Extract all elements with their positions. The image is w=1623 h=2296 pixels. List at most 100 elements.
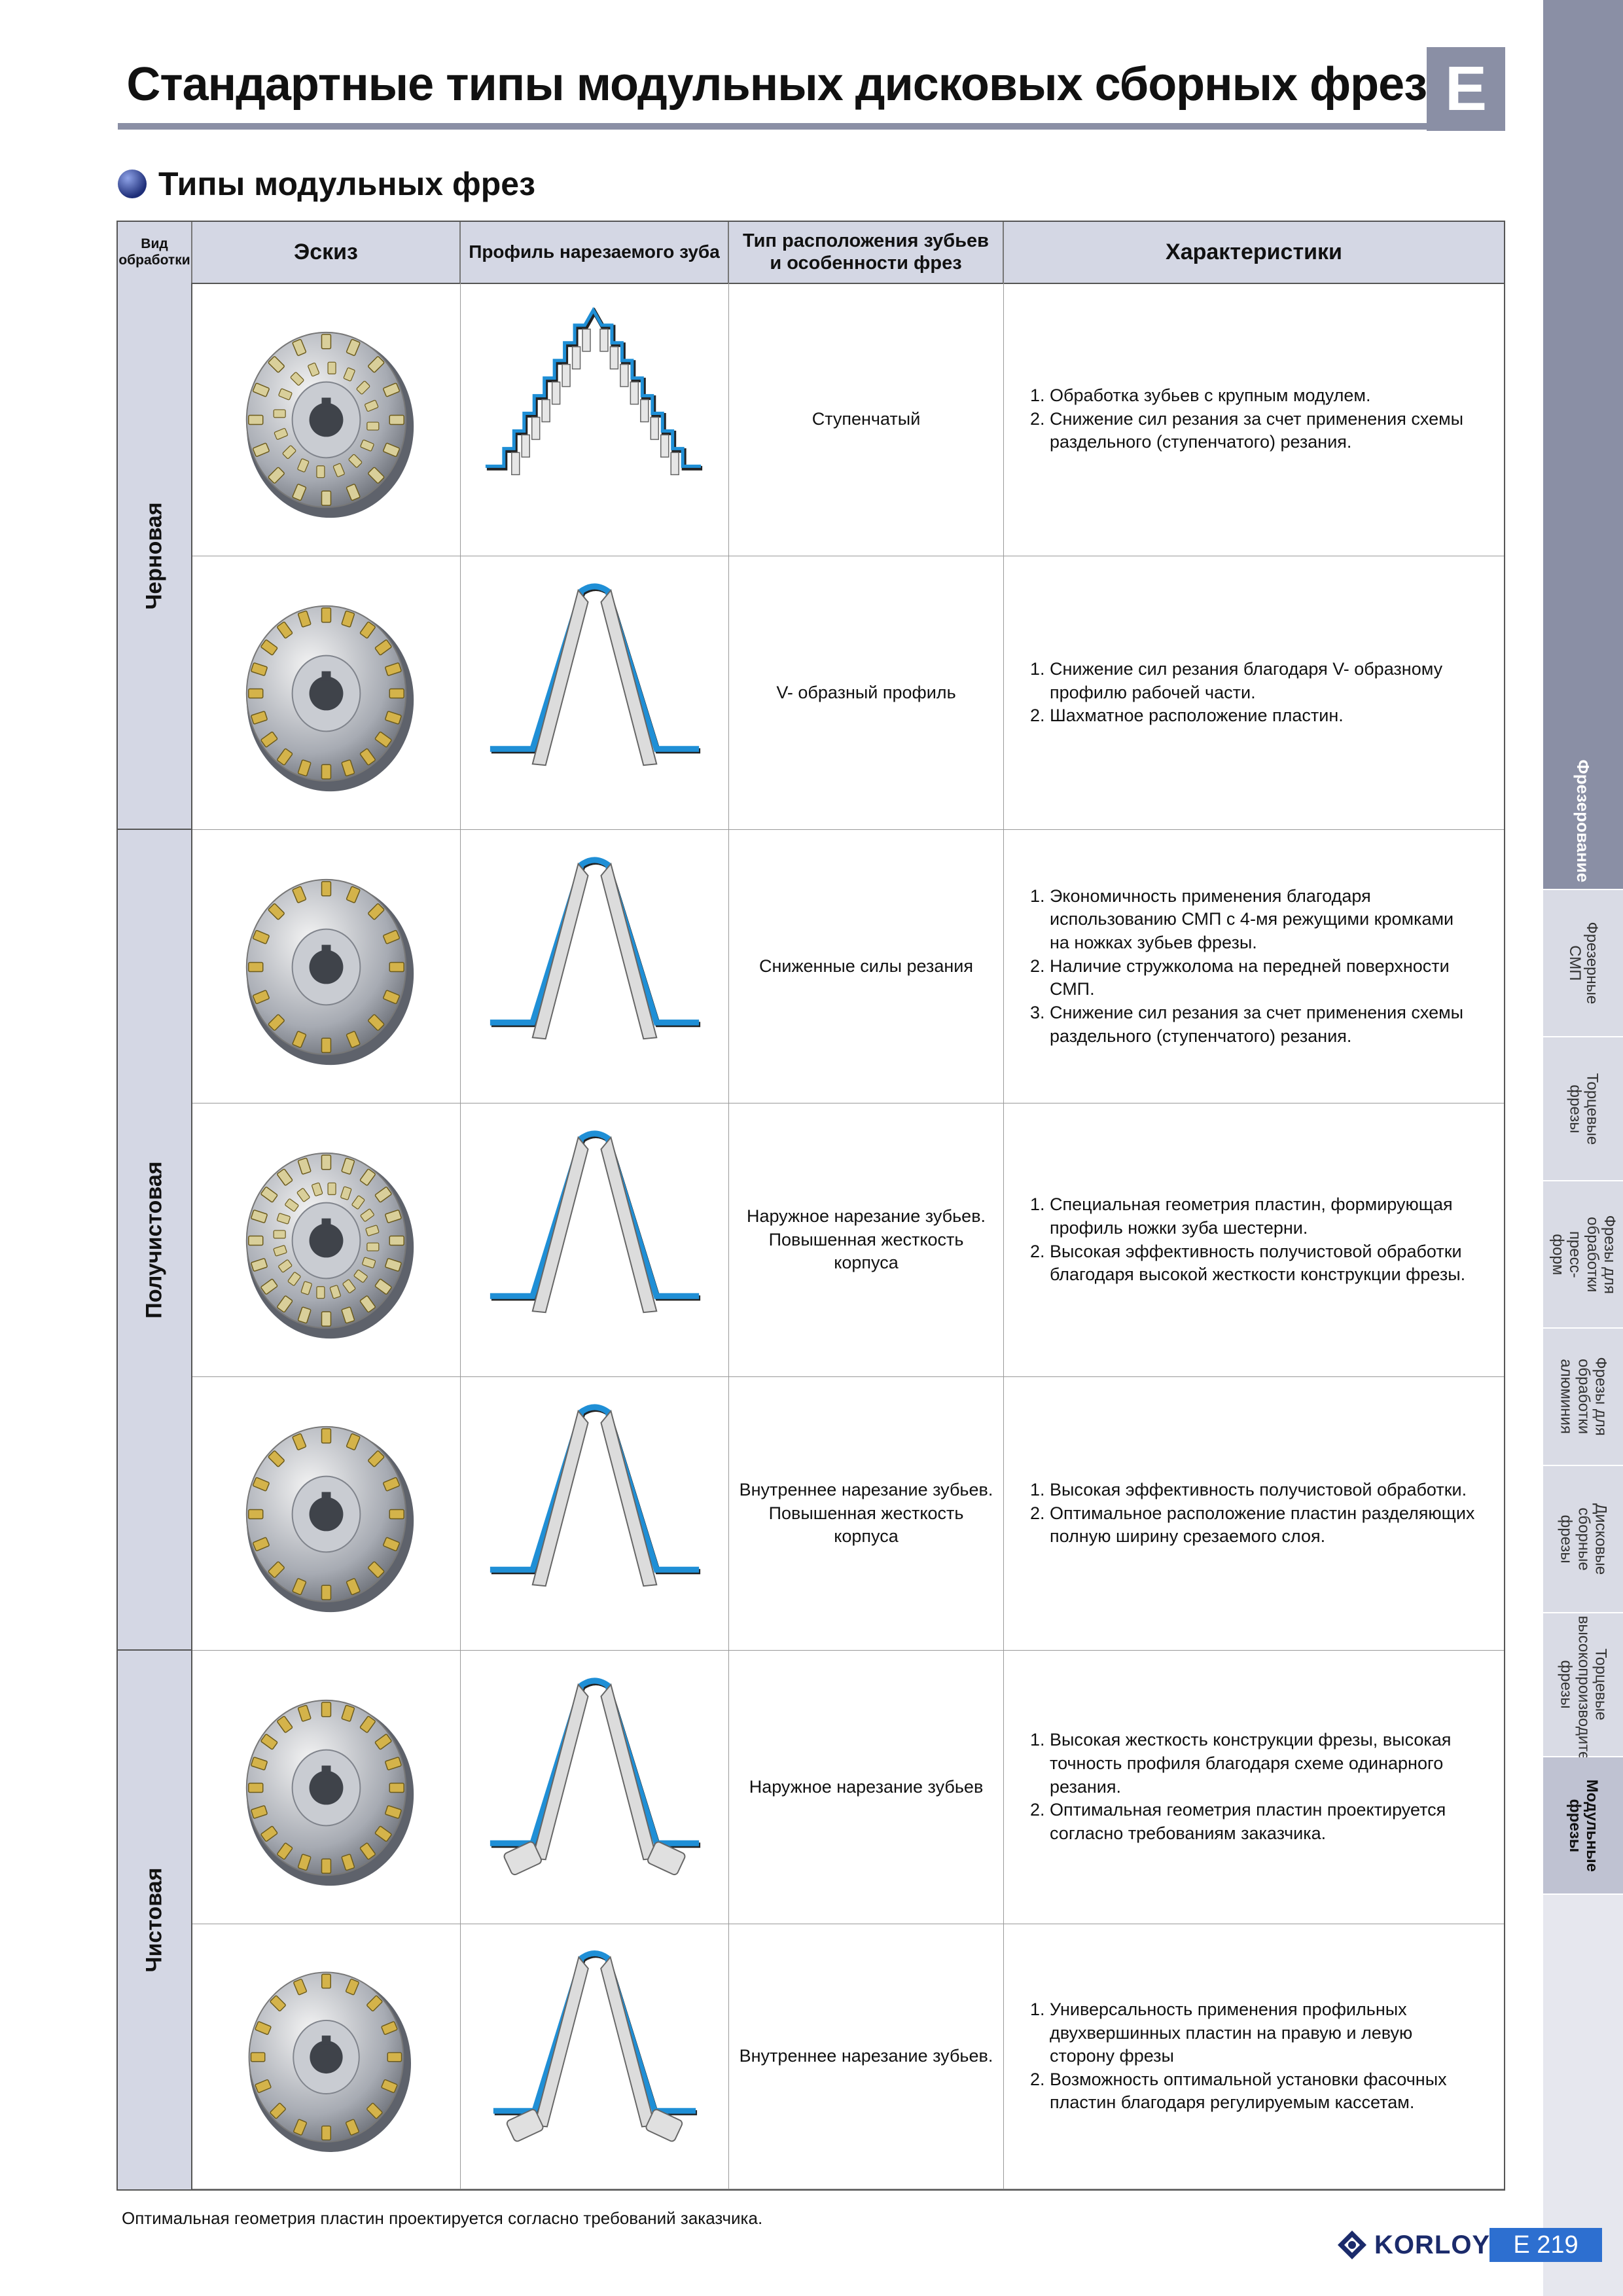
feature-list: 1. Снижение сил резания благодаря V- обр… <box>1004 658 1504 728</box>
cutter-sketch-image <box>248 1971 412 2152</box>
feature-list: 1. Специальная геометрия пластин, формир… <box>1004 1193 1504 1287</box>
sidebar-tab[interactable]: Фрезы для обработки пресс-форм <box>1543 1181 1623 1329</box>
section-title: Типы модульных фрез <box>158 166 535 202</box>
cutter-sketch-image <box>245 1426 414 1613</box>
characteristics-cell: 1. Снижение сил резания благодаря V- обр… <box>1004 556 1504 829</box>
table-row: V- образный профиль 1. Снижение сил резан… <box>192 556 1504 830</box>
profile-cell <box>461 556 729 829</box>
feature-list: 1. Высокая эффективность получистовой об… <box>1004 1479 1504 1549</box>
arrangement-cell: Ступенчатый <box>729 283 1004 556</box>
feature-item: 2. Шахматное расположение пластин. <box>1030 706 1344 726</box>
arrangement-type: Наружное нарезание зубьев. Повышенная же… <box>746 1206 986 1273</box>
feature-item: 1. Специальная геометрия пластин, формир… <box>1030 1194 1453 1238</box>
arrangement-cell: Наружное нарезание зубьев <box>729 1651 1004 1924</box>
feature-list: 1. Обработка зубьев с крупным модулем.2.… <box>1004 384 1504 454</box>
tooth-profile-diagram <box>490 857 701 1040</box>
arrangement-cell: Наружное нарезание зубьев. Повышенная же… <box>729 1103 1004 1376</box>
feature-item: 2. Снижение сил резания за счет применен… <box>1030 408 1464 452</box>
footnote: Оптимальная геометрия пластин проектируе… <box>122 2208 763 2228</box>
sidebar-tab[interactable]: Фрезерование <box>1543 753 1623 890</box>
characteristics-cell: 1. Обработка зубьев с крупным модулем.2.… <box>1004 283 1504 556</box>
table-row: Наружное нарезание зубьев 1. Высокая жест… <box>192 1651 1504 1924</box>
feature-item: 3. Снижение сил резания за счет применен… <box>1030 1002 1464 1046</box>
feature-item: 1. Высокая жесткость конструкции фрезы, … <box>1030 1730 1452 1797</box>
feature-item: 1. Обработка зубьев с крупным модулем. <box>1030 386 1371 406</box>
feature-item: 1. Универсальность применения профильных… <box>1030 1999 1413 2066</box>
table-row: Наружное нарезание зубьев. Повышенная же… <box>192 1103 1504 1377</box>
section-heading: Типы модульных фрез <box>118 165 535 203</box>
arrangement-cell: Сниженные силы резания <box>729 830 1004 1103</box>
characteristics-cell: 1. Экономичность применения благодаря ис… <box>1004 830 1504 1103</box>
korloy-logo-icon <box>1338 2231 1366 2259</box>
page-title: Стандартные типы модульных дисковых сбор… <box>126 58 1427 111</box>
sketch-cell <box>192 1924 461 2189</box>
sketch-cell <box>192 283 461 556</box>
sidebar-tab-label: Торцевые фрезы <box>1566 1073 1601 1145</box>
tooth-profile-diagram <box>490 583 701 766</box>
table-row: Внутреннее нарезание зубьев. Повышенная … <box>192 1377 1504 1651</box>
table-row: Внутреннее нарезание зубьев. 1. Универсал… <box>192 1924 1504 2189</box>
characteristics-cell: 1. Универсальность применения профильных… <box>1004 1924 1504 2189</box>
arrangement-type: Сниженные силы резания <box>758 956 973 976</box>
sketch-cell <box>192 1377 461 1650</box>
sidebar-tab[interactable]: Фрезерные СМП <box>1543 890 1623 1037</box>
profile-cell <box>461 283 729 556</box>
profile-cell <box>461 830 729 1103</box>
feature-item: 2. Высокая эффективность получистовой об… <box>1030 1241 1466 1285</box>
tooth-profile-diagram <box>493 1950 698 2142</box>
group-semi-finish: Получистовая <box>118 830 192 1651</box>
sidebar-tab[interactable]: Дисковые сборные фрезы <box>1543 1466 1623 1613</box>
sidebar-tab[interactable]: Торцевые высокопроизводительные фрезы <box>1543 1613 1623 1806</box>
sketch-cell <box>192 1103 461 1376</box>
sidebar-tab[interactable]: Модульные фрезы <box>1543 1757 1623 1895</box>
arrangement-type: Наружное нарезание зубьев <box>749 1776 984 1797</box>
arrangement-type: Ступенчатый <box>812 408 921 429</box>
group-finish: Чистовая <box>118 1651 192 2189</box>
profile-cell <box>461 1103 729 1376</box>
profile-cell <box>461 1924 729 2189</box>
cutter-sketch-image <box>245 331 414 518</box>
section-letter-badge: E <box>1427 47 1505 131</box>
sketch-cell <box>192 830 461 1103</box>
characteristics-cell: 1. Высокая эффективность получистовой об… <box>1004 1377 1504 1650</box>
sidebar-tab[interactable]: Торцевые фрезы <box>1543 1037 1623 1181</box>
tooth-profile-diagram <box>485 306 703 476</box>
sidebar-tab-label: Торцевые высокопроизводительные фрезы <box>1557 1615 1610 1806</box>
feature-item: 2. Наличие стружколома на передней повер… <box>1030 956 1450 999</box>
tooth-profile-diagram <box>490 1677 701 1876</box>
profile-cell <box>461 1377 729 1650</box>
arrangement-type: Внутреннее нарезание зубьев. <box>739 2046 993 2066</box>
cutter-sketch-image <box>245 1699 414 1886</box>
arrangement-type: Внутреннее нарезание зубьев. Повышенная … <box>739 1480 993 1547</box>
group-rough: Черновая <box>118 283 192 830</box>
table-row: Ступенчатый 1. Обработка зубьев с крупным… <box>192 283 1504 556</box>
table-row: Сниженные силы резания 1. Экономичность п… <box>192 830 1504 1103</box>
feature-item: 2. Оптимальное расположение пластин разд… <box>1030 1503 1475 1547</box>
sketch-cell <box>192 1651 461 1924</box>
cutter-types-table: Вид обработки Эскиз Профиль нарезаемого … <box>116 221 1505 2191</box>
feature-item: 2. Оптимальная геометрия пластин проекти… <box>1030 1800 1446 1843</box>
table-header: Вид обработки Эскиз Профиль нарезаемого … <box>118 222 1504 284</box>
page-header: Стандартные типы модульных дисковых сбор… <box>118 52 1453 131</box>
arrangement-cell: V- образный профиль <box>729 556 1004 829</box>
sidebar-tab-label: Фрезы для обработки пресс-форм <box>1548 1215 1618 1294</box>
feature-list: 1. Экономичность применения благодаря ис… <box>1004 885 1504 1048</box>
col-header-arrangement: Тип расположения зубьев и особенности фр… <box>729 222 1004 283</box>
feature-item: 1. Экономичность применения благодаря ис… <box>1030 886 1454 953</box>
sidebar-tab[interactable]: Фрезы для обработки алюминия <box>1543 1329 1623 1466</box>
bullet-icon <box>118 170 147 198</box>
sketch-cell <box>192 556 461 829</box>
feature-list: 1. Высокая жесткость конструкции фрезы, … <box>1004 1729 1504 1845</box>
header-underline <box>118 123 1453 130</box>
korloy-logo: KORLOY <box>1335 2228 1490 2262</box>
sidebar-tab-label: Модульные фрезы <box>1566 1779 1601 1872</box>
col-header-characteristics: Характеристики <box>1166 239 1342 264</box>
cutter-sketch-image <box>245 878 414 1066</box>
feature-item: 1. Высокая эффективность получистовой об… <box>1030 1480 1467 1500</box>
col-header-sketch: Эскиз <box>192 222 461 283</box>
cutter-sketch-image <box>245 1152 414 1339</box>
logo-text: KORLOY <box>1374 2230 1491 2259</box>
sidebar-tab-label: Дисковые сборные фрезы <box>1557 1503 1610 1575</box>
cutter-sketch-image <box>245 605 414 792</box>
feature-item: 1. Снижение сил резания благодаря V- обр… <box>1030 659 1443 702</box>
